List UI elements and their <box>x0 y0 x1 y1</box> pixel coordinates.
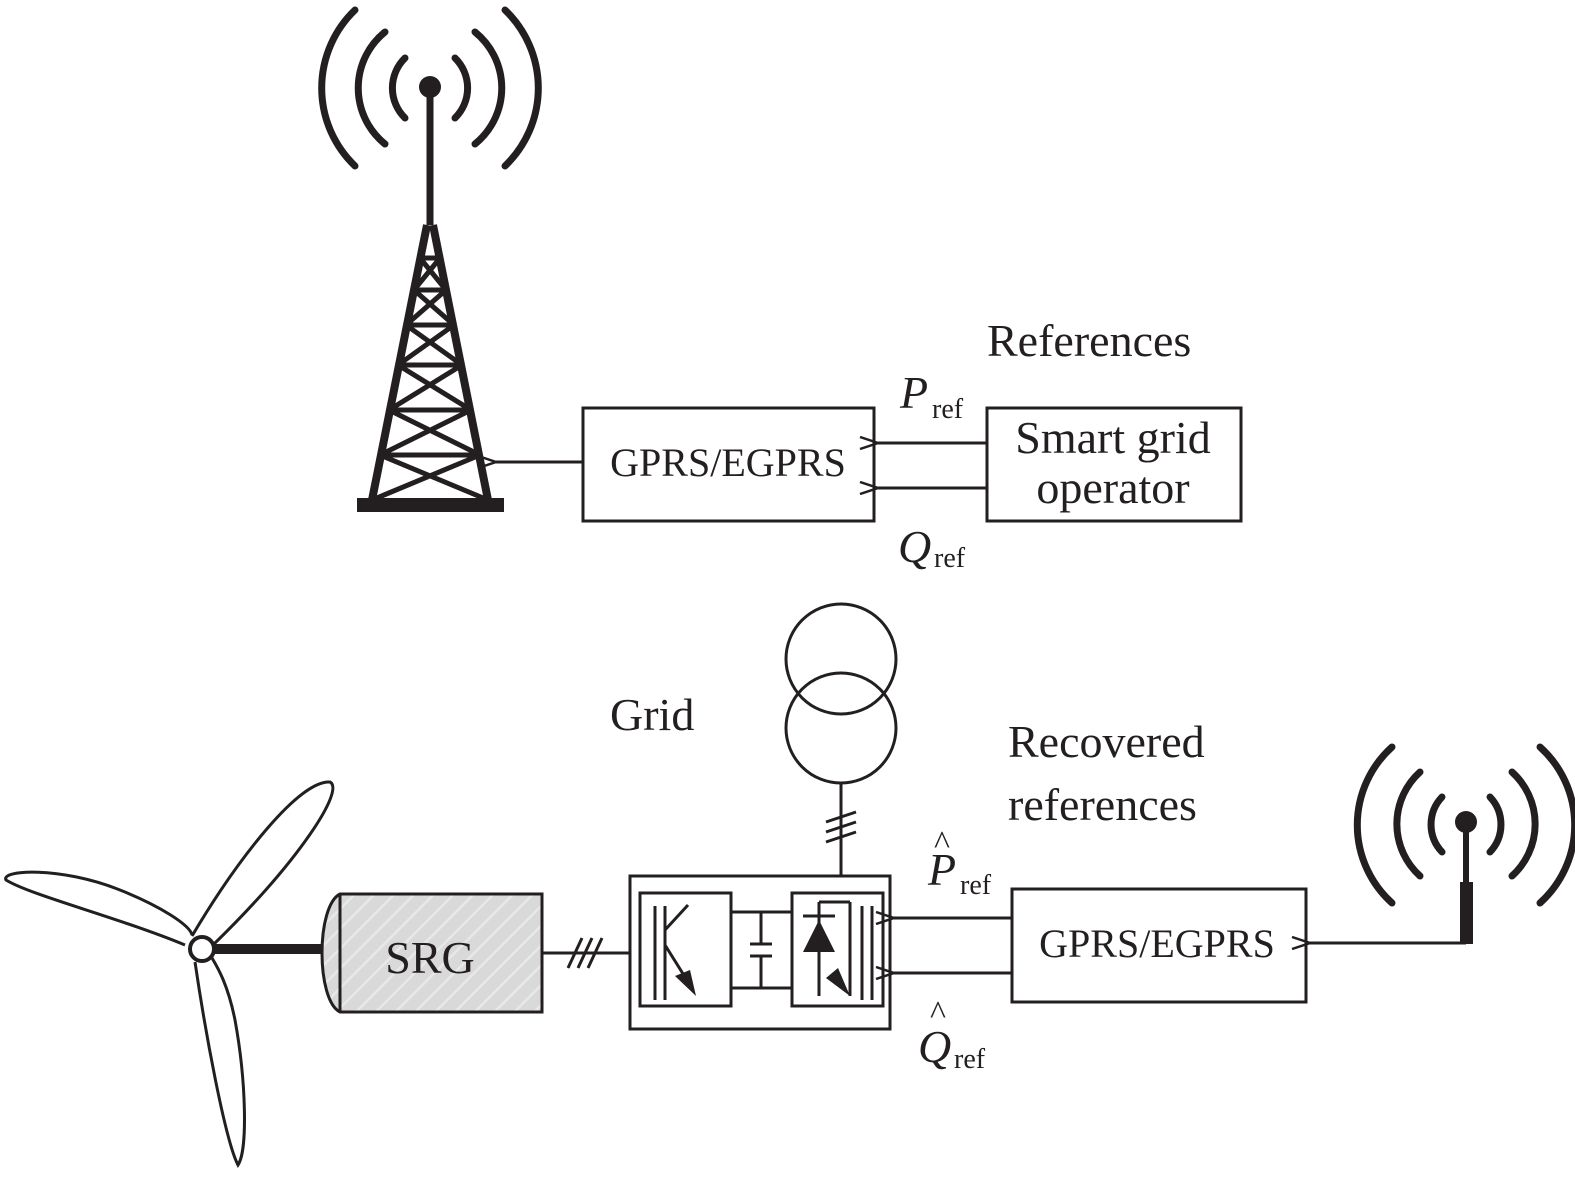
recovered-label-line1: Recovered <box>1008 716 1205 767</box>
svg-text:^: ^ <box>930 995 946 1032</box>
svg-text:ref: ref <box>954 1044 986 1075</box>
three-phase-mark <box>566 937 604 969</box>
operator-label-line1: Smart grid <box>1015 412 1210 463</box>
p-ref-symbol: P ref <box>899 367 964 425</box>
svg-text:Q: Q <box>918 1021 951 1072</box>
p-hat-symbol: ^ P ref <box>927 825 992 901</box>
operator-label-line2: operator <box>1036 462 1189 513</box>
recovered-label-line2: references <box>1008 779 1197 830</box>
svg-text:ref: ref <box>932 394 964 425</box>
converter-icon <box>628 874 892 1031</box>
svg-text:ref: ref <box>934 543 966 574</box>
q-ref-symbol: Q ref <box>898 521 966 574</box>
transmitter-gprs-box: GPRS/EGPRS <box>581 406 876 523</box>
receiver-gprs-label: GPRS/EGPRS <box>1039 921 1275 966</box>
wind-turbine-icon <box>4 780 335 1168</box>
grid-label: Grid <box>610 689 694 740</box>
antenna-icon <box>1353 743 1575 944</box>
receiver-gprs-box: GPRS/EGPRS <box>1010 887 1308 1004</box>
svg-text:ref: ref <box>960 870 992 901</box>
srg-label: SRG <box>385 932 474 983</box>
svg-text:Q: Q <box>898 521 931 572</box>
transmitter-gprs-label: GPRS/EGPRS <box>610 440 846 485</box>
srg-generator: SRG <box>320 892 544 1014</box>
svg-text:P: P <box>927 844 956 895</box>
transformer-icon <box>784 602 898 876</box>
svg-text:P: P <box>899 367 928 418</box>
smart-grid-operator-box: Smart grid operator <box>985 406 1243 523</box>
references-label: References <box>987 315 1191 366</box>
tower-icon <box>318 6 542 512</box>
q-hat-symbol: ^ Q ref <box>918 995 986 1075</box>
svg-text:^: ^ <box>934 825 950 862</box>
